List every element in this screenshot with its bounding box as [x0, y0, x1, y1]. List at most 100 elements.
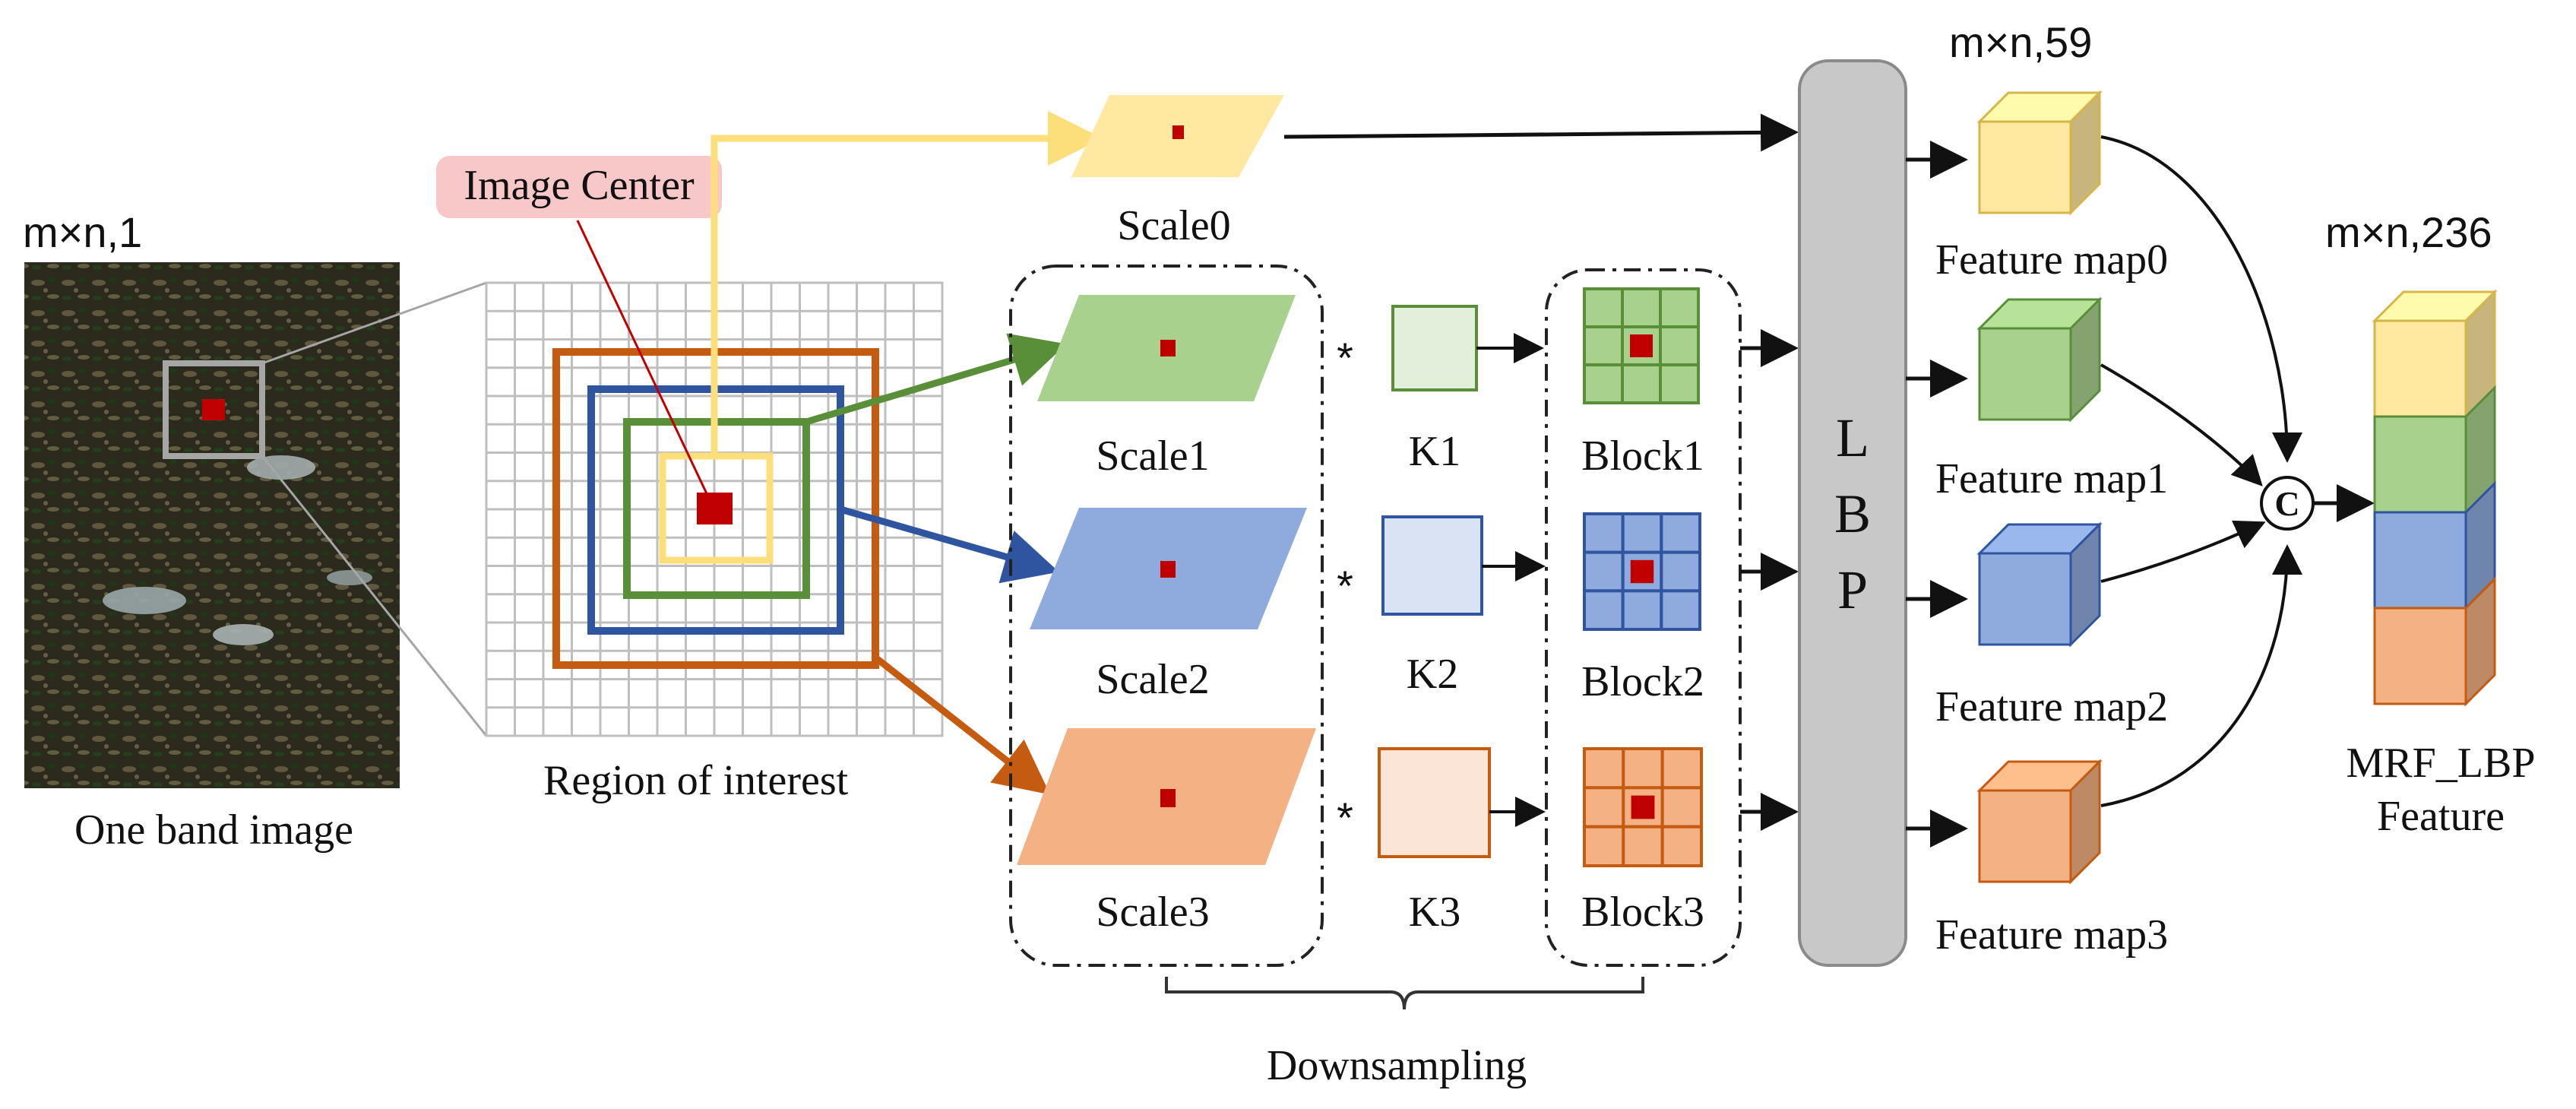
arrow-scale0-lbp: [1283, 113, 1799, 152]
curve-fmap3-concat: [2100, 544, 2302, 807]
block3-cell: [1583, 747, 1625, 790]
concat-label: C: [2274, 484, 2299, 523]
conv-op-2: *: [1337, 562, 1353, 610]
feature-dims-label: m×n,59: [1949, 18, 2092, 66]
input-caption: One band image: [74, 806, 353, 854]
block3-cell: [1660, 786, 1704, 829]
fmap0-cube-front-face: [1978, 120, 2072, 214]
fmap0-label: Feature map0: [1935, 236, 2168, 284]
block2-cell: [1660, 550, 1701, 593]
block3-cell: [1583, 786, 1625, 829]
downsampling-label: Downsampling: [1267, 1042, 1527, 1089]
block1-center: [1630, 334, 1653, 357]
fmap3-cube-front-face: [1978, 789, 2072, 883]
output-layer-yellow: [2373, 319, 2467, 418]
downsampling-brace: [1165, 977, 1644, 1010]
block2-cell: [1583, 512, 1625, 554]
block2-grid: [1583, 512, 1701, 631]
output-layer-orange: [2373, 607, 2467, 705]
scale1-center: [1160, 340, 1176, 356]
roi-center-pixel: [697, 493, 733, 524]
block1-cell: [1583, 287, 1624, 328]
fmap2-cube: [1976, 521, 2103, 648]
block2-label: Block2: [1581, 658, 1704, 705]
lbp-letter-l: L: [1836, 407, 1869, 468]
output-layer-blue: [2373, 511, 2467, 610]
arrow-to-scale1: [805, 333, 1067, 426]
fmap0-cube: [1976, 90, 2103, 216]
roi-selection-box: [163, 360, 265, 459]
arrow-to-scale2: [839, 505, 1059, 584]
conv-op-1: *: [1337, 334, 1353, 382]
kernel-k3-label: K3: [1409, 889, 1460, 936]
scale1-label: Scale1: [1096, 433, 1209, 480]
scale0-label: Scale0: [1117, 202, 1230, 249]
kernel-k2: [1381, 515, 1483, 616]
zoom-line-top: [261, 281, 487, 365]
block2-center: [1630, 559, 1654, 584]
block3-cell: [1660, 825, 1704, 867]
block2-cell: [1660, 512, 1701, 554]
block1-cell: [1621, 363, 1662, 404]
scale3-center: [1160, 789, 1176, 807]
zoom-line-bottom: [261, 455, 488, 737]
scale2-center: [1160, 561, 1176, 578]
fmap1-cube: [1976, 296, 2103, 423]
block3-cell: [1660, 747, 1704, 790]
block3-grid: [1583, 747, 1704, 867]
fmap2-cube-front-face: [1978, 552, 2072, 646]
output-label-line1: MRF_LBP: [2347, 740, 2536, 787]
curve-fmap2-concat: [2100, 520, 2266, 583]
output-layer-green: [2373, 415, 2467, 514]
block2-cell: [1621, 589, 1663, 631]
block1-cell: [1659, 363, 1700, 404]
fmap3-label: Feature map3: [1935, 911, 2168, 958]
input-dims-label: m×n,1: [23, 208, 142, 256]
kernel-k2-label: K2: [1407, 651, 1458, 698]
block1-label: Block1: [1581, 433, 1704, 480]
conv-op-3: *: [1337, 794, 1353, 841]
fmap1-cube-front-face: [1978, 327, 2072, 421]
arrow-to-scale3: [873, 654, 1051, 795]
image-center-pointer: [576, 220, 712, 502]
block2-cell: [1583, 550, 1625, 593]
fmap3-cube: [1976, 759, 2103, 885]
kernel-k1-label: K1: [1409, 428, 1460, 475]
output-feature-stack: [2372, 289, 2498, 707]
block3-center: [1631, 795, 1655, 819]
arrow-to-scale0: [710, 111, 1103, 456]
image-center-label: Image Center: [464, 162, 695, 209]
scale-group-frame: [1009, 265, 1324, 967]
block3-cell: [1583, 825, 1625, 867]
lbp-operator: [1798, 59, 1907, 967]
block1-cell: [1659, 287, 1700, 328]
block1-cell: [1621, 287, 1662, 328]
output-dims-label: m×n,236: [2325, 208, 2492, 256]
roi-caption: Region of interest: [543, 757, 849, 804]
block1-cell: [1583, 325, 1624, 366]
lbp-letter-p: P: [1837, 559, 1868, 620]
lbp-letter-b: B: [1834, 483, 1871, 544]
fmap1-label: Feature map1: [1935, 455, 2168, 502]
block3-label: Block3: [1581, 889, 1704, 936]
fmap2-label: Feature map2: [1935, 683, 2168, 730]
output-label-line2: Feature: [2377, 793, 2505, 840]
feature-map-cubes: [1976, 90, 2103, 885]
block1-cell: [1659, 325, 1700, 366]
block3-cell: [1622, 825, 1664, 867]
block2-cell: [1621, 512, 1663, 554]
scale3-label: Scale3: [1096, 889, 1209, 936]
scale2-label: Scale2: [1096, 656, 1209, 703]
curve-fmap0-concat: [2100, 135, 2302, 463]
block1-grid: [1583, 287, 1700, 404]
kernel-k3: [1378, 747, 1491, 858]
image-center-badge: [436, 156, 722, 218]
curve-fmap1-concat: [2100, 363, 2263, 486]
block3-cell: [1622, 747, 1664, 790]
scale0-center: [1172, 125, 1184, 139]
block2-cell: [1660, 589, 1701, 631]
one-band-image: [24, 262, 400, 788]
kernel-k1: [1391, 305, 1478, 391]
